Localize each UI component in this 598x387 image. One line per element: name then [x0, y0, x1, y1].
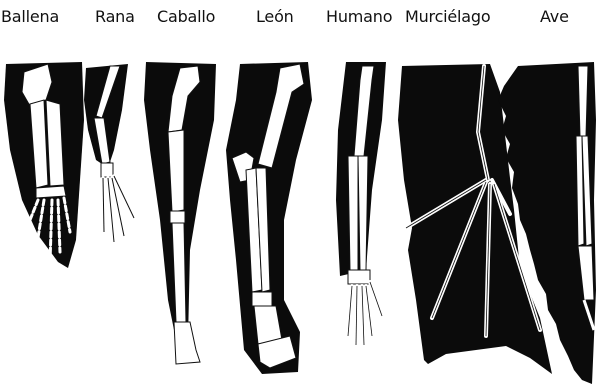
lion-leg — [226, 62, 312, 374]
frog-arm — [84, 64, 134, 242]
whale-flipper — [4, 62, 84, 268]
human-arm — [336, 62, 386, 345]
horse-leg — [144, 62, 216, 364]
